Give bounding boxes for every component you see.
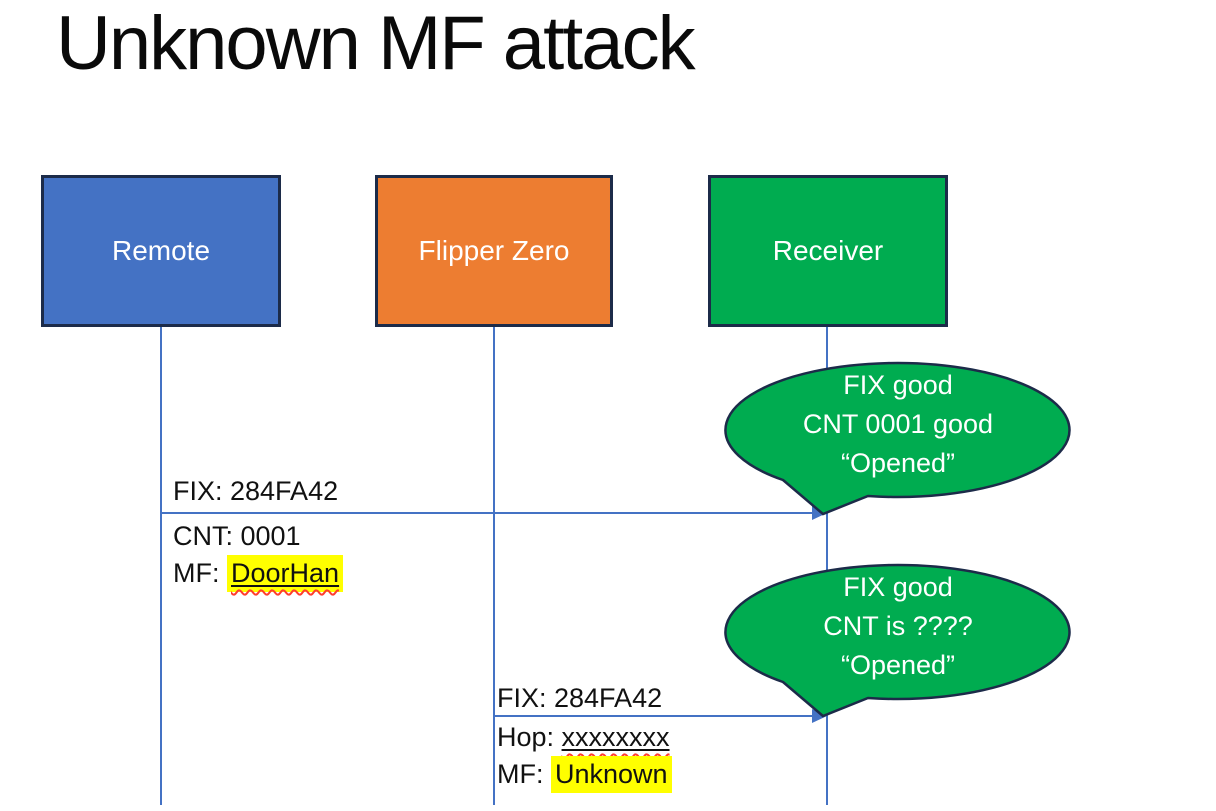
cnt-value: 0001 [240, 521, 301, 551]
message-2-arrow-line [494, 715, 818, 717]
spellcheck-squiggle: xxxxxxxx [562, 722, 670, 752]
speech-bubble-2-text: FIX good CNT is ???? “Opened” [733, 568, 1063, 685]
slide-title: Unknown MF attack [56, 1, 696, 86]
message-1-arrow-line [161, 512, 818, 514]
message-1-mf-line: MF: DoorHan [173, 555, 344, 592]
bubble-line: CNT 0001 good [802, 409, 994, 439]
message-2-details: Hop: xxxxxxxx MF: Unknown [497, 719, 672, 793]
speech-bubble-1 [724, 361, 1071, 516]
message-2-mf-line: MF: Unknown [497, 756, 672, 793]
speech-bubble-1-shape [724, 361, 1071, 516]
mf-value: Unknown [555, 759, 668, 789]
actor-box-remote: Remote [41, 175, 281, 327]
spellcheck-squiggle: DoorHan [231, 558, 339, 588]
mf-prefix: MF: [173, 558, 227, 588]
actor-label-remote: Remote [111, 235, 211, 266]
hop-prefix: Hop: [497, 722, 562, 752]
actor-label-receiver: Receiver [772, 235, 884, 266]
speech-bubble-2-shape [724, 563, 1071, 718]
actor-box-receiver: Receiver [708, 175, 948, 327]
message-1-cnt-line: CNT: 0001 [173, 518, 343, 555]
mf-value-highlight: Unknown [551, 756, 672, 793]
bubble-line: FIX good [843, 370, 953, 400]
message-1-details: CNT: 0001 MF: DoorHan [173, 518, 344, 592]
speech-bubble-1-text: FIX good CNT 0001 good “Opened” [733, 366, 1063, 483]
mf-prefix: MF: [497, 759, 551, 789]
lifeline-flipper-zero [493, 327, 495, 805]
hop-value: xxxxxxxx [561, 722, 670, 752]
cnt-prefix: CNT: [173, 521, 241, 551]
bubble-line: “Opened” [840, 448, 956, 478]
mf-value-highlight: DoorHan [227, 555, 344, 592]
message-2-label: FIX: 284FA42 [497, 683, 663, 713]
actor-label-flipper-zero: Flipper Zero [418, 235, 570, 266]
mf-value: DoorHan [231, 558, 340, 588]
bubble-line: “Opened” [840, 650, 956, 680]
speech-bubble-2 [724, 563, 1071, 718]
bubble-line: FIX good [843, 572, 953, 602]
lifeline-remote [160, 327, 162, 805]
message-2-hop-line: Hop: xxxxxxxx [497, 719, 672, 756]
lifeline-receiver [826, 327, 828, 805]
message-1-label: FIX: 284FA42 [173, 476, 339, 506]
bubble-line: CNT is ???? [823, 611, 973, 641]
actor-box-flipper-zero: Flipper Zero [375, 175, 613, 327]
